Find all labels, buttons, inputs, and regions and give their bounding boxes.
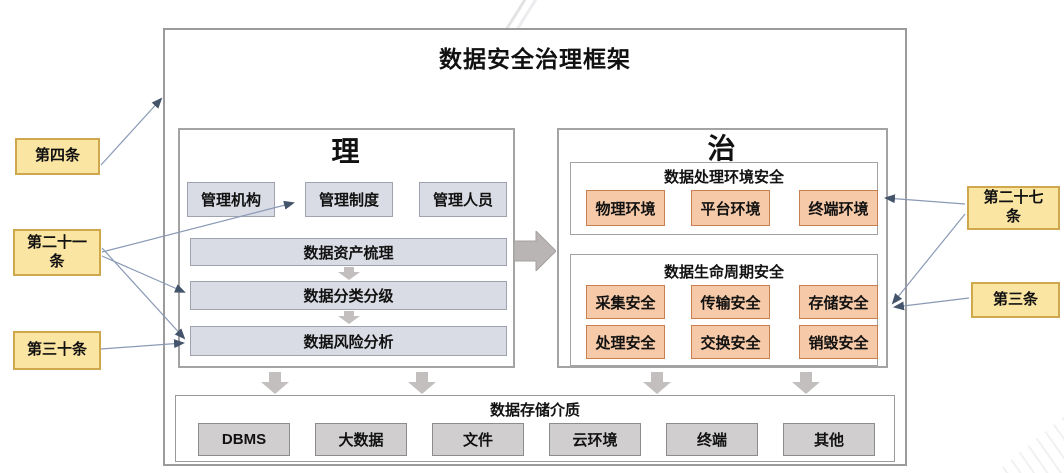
- section-li-header: 理: [331, 136, 362, 167]
- org-box-policy: 管理制度: [305, 182, 393, 217]
- article-label-4: 第四条: [15, 138, 100, 175]
- article-label-3: 第三条: [971, 282, 1060, 318]
- article-label-27: 第二十七条: [967, 186, 1060, 230]
- storage-title: 数据存储介质: [489, 401, 580, 419]
- section-zhi-header: 治: [707, 133, 738, 164]
- down-arrow-icon: [338, 267, 360, 280]
- env-security-title: 数据处理环境安全: [663, 168, 784, 186]
- storage-item-dbms: DBMS: [198, 423, 290, 456]
- flow-right-arrow-icon: [514, 231, 556, 271]
- section-zhi: 治 数据处理环境安全 物理环境 平台环境 终端环境 数据生命周期安全 采集安全 …: [557, 128, 888, 368]
- down-arrow-icon: [338, 311, 360, 324]
- process-bar-asset-sorting: 数据资产梳理: [190, 238, 507, 266]
- lifecycle-item-exchange: 交换安全: [691, 325, 770, 359]
- env-security-group: 数据处理环境安全 物理环境 平台环境 终端环境: [570, 162, 878, 235]
- down-arrow-icon: [792, 372, 820, 394]
- lifecycle-item-transfer: 传输安全: [691, 285, 770, 319]
- storage-item-bigdata: 大数据: [315, 423, 407, 456]
- org-box-institution: 管理机构: [187, 182, 275, 217]
- down-arrow-icon: [408, 372, 436, 394]
- lifecycle-security-title: 数据生命周期安全: [663, 263, 784, 281]
- env-item-physical: 物理环境: [586, 190, 665, 226]
- process-bar-classification: 数据分类分级: [190, 281, 507, 310]
- lifecycle-item-destroy: 销毁安全: [799, 325, 878, 359]
- storage-item-terminal: 终端: [666, 423, 758, 456]
- storage-item-other: 其他: [783, 423, 875, 456]
- org-box-personnel: 管理人员: [419, 182, 507, 217]
- storage-item-cloud: 云环境: [549, 423, 641, 456]
- lifecycle-item-process: 处理安全: [586, 325, 665, 359]
- storage-section: 数据存储介质 DBMS 大数据 文件 云环境 终端 其他: [175, 395, 895, 462]
- article-label-30: 第三十条: [13, 331, 101, 370]
- env-item-platform: 平台环境: [691, 190, 770, 226]
- lifecycle-item-storage: 存储安全: [799, 285, 878, 319]
- watermark-corner-texture: [995, 416, 1064, 473]
- page-title: 数据安全治理框架: [439, 46, 631, 72]
- lifecycle-item-collect: 采集安全: [586, 285, 665, 319]
- storage-item-file: 文件: [432, 423, 524, 456]
- process-bar-risk-analysis: 数据风险分析: [190, 326, 507, 356]
- env-item-terminal: 终端环境: [799, 190, 878, 226]
- down-arrow-icon: [643, 372, 671, 394]
- article-label-21: 第二十一条: [13, 229, 101, 276]
- down-arrow-icon: [261, 372, 289, 394]
- lifecycle-security-group: 数据生命周期安全 采集安全 传输安全 存储安全 处理安全 交换安全 销毁安全: [570, 254, 878, 366]
- section-li: 理 管理机构 管理制度 管理人员 数据资产梳理 数据分类分级 数据风险分析: [178, 128, 515, 368]
